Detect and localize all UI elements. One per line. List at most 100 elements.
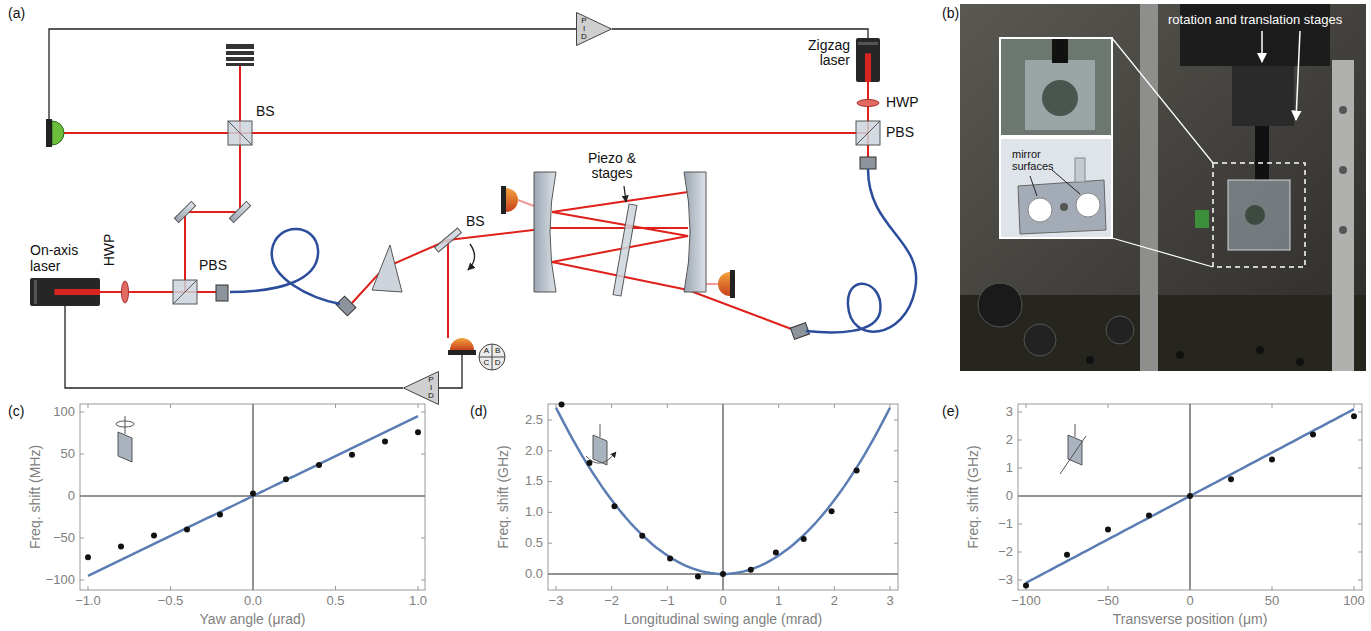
motion-icon: [116, 416, 1086, 474]
laser-label: Zigzag laser: [792, 38, 850, 69]
tick-mark: [170, 586, 171, 590]
component-label: HWP: [886, 95, 919, 110]
node-shape: [478, 343, 506, 371]
tick-mark: [80, 538, 84, 539]
tick-label: 0: [719, 594, 726, 608]
detector-circle: [479, 344, 505, 370]
data-point: [1351, 413, 1357, 419]
reflection-arrow: [468, 244, 475, 270]
motion-icon: [116, 421, 134, 427]
tick-label: 3: [886, 594, 893, 608]
half-wave-plate: [122, 281, 129, 303]
beam-dump: [226, 44, 254, 66]
node-letter: P: [581, 17, 586, 25]
component-label: PBS: [886, 125, 914, 140]
tick-label: −2: [998, 545, 1013, 559]
leader-arrow: [624, 186, 626, 202]
tick-mark: [548, 420, 552, 421]
photo: [1076, 193, 1100, 217]
laser-beam: [64, 132, 868, 134]
tick-mark: [894, 543, 898, 544]
photo-label: mirror surfaces: [1012, 148, 1062, 172]
data-point: [695, 573, 701, 579]
mirror: [174, 201, 195, 222]
node-letter: C: [484, 359, 490, 367]
node-letter: A: [484, 347, 489, 355]
tick-mark: [421, 538, 425, 539]
photo: [1332, 60, 1354, 371]
tick-mark: [667, 404, 668, 408]
tick-mark: [1026, 586, 1027, 590]
photodiode: [506, 188, 518, 212]
beam-splitter-cube: [228, 121, 252, 145]
tick-label: 1.5: [525, 474, 543, 488]
photodiode: [52, 121, 64, 145]
signal-wire: [612, 29, 868, 38]
beam-dump: [226, 61, 254, 63]
node-shape: [30, 278, 100, 306]
reflection-arrow: [468, 244, 475, 270]
axis-title: Longitudinal swing angle (mrad): [624, 612, 822, 627]
data-point: [316, 462, 322, 468]
plot-frame: [1018, 404, 1362, 590]
beam-dump: [226, 55, 254, 57]
tick-mark: [1026, 404, 1027, 408]
tick-mark: [253, 586, 254, 590]
tick-mark: [1190, 404, 1191, 408]
tick-mark: [556, 404, 557, 408]
quadrant-line: [479, 357, 505, 358]
data-point: [1146, 513, 1152, 519]
photo: [1086, 356, 1094, 364]
tick-mark: [1018, 412, 1022, 413]
tick-mark: [1108, 586, 1109, 590]
fiber-coupler: [216, 285, 228, 301]
tick-label: 100: [53, 405, 75, 419]
photo: [1140, 4, 1158, 371]
node-letter: D: [581, 33, 587, 41]
beam-dump: [226, 44, 254, 66]
tick-mark: [1358, 496, 1362, 497]
data-point: [1310, 431, 1316, 437]
node-letter: I: [583, 25, 585, 33]
amplifier-triangle: [577, 13, 612, 46]
photo: [1025, 60, 1095, 130]
photo: [1075, 158, 1085, 182]
sample-plate: [613, 204, 637, 296]
laser-body: [856, 38, 880, 82]
zero-axis: [1190, 404, 1191, 590]
tick-label: 2.0: [525, 444, 543, 458]
beam-splitter-cube: [173, 280, 197, 304]
zero-axis: [548, 574, 898, 575]
tick-mark: [894, 574, 898, 575]
photo: [1232, 66, 1294, 126]
component-label: BS: [256, 104, 275, 119]
photo: [1228, 180, 1290, 250]
photodiode: [450, 338, 474, 350]
tick-mark: [421, 412, 425, 413]
laser-ring: [34, 280, 37, 304]
tick-mark: [548, 512, 552, 513]
data-point: [85, 554, 91, 560]
photo: [960, 4, 1366, 371]
tick-label: 2.5: [525, 413, 543, 427]
tick-label: 0.5: [525, 536, 543, 550]
fiber-coupler: [336, 296, 356, 316]
photo: [1000, 138, 1112, 238]
tick-mark: [1354, 404, 1355, 408]
photo: [1245, 205, 1265, 225]
tick-mark: [1358, 440, 1362, 441]
tick-mark: [1358, 580, 1362, 581]
tick-label: 2: [831, 594, 838, 608]
photodiode: [46, 119, 52, 147]
component-label: Piezo & stages: [581, 151, 643, 182]
tick-mark: [88, 586, 89, 590]
photo: [1261, 31, 1263, 62]
node-letter: P: [428, 376, 433, 384]
data-point: [382, 438, 388, 444]
tick-label: 0.0: [525, 567, 543, 581]
tick-label: −50: [53, 531, 75, 545]
node-letter: B: [495, 347, 500, 355]
tick-label: −1.0: [75, 594, 101, 608]
